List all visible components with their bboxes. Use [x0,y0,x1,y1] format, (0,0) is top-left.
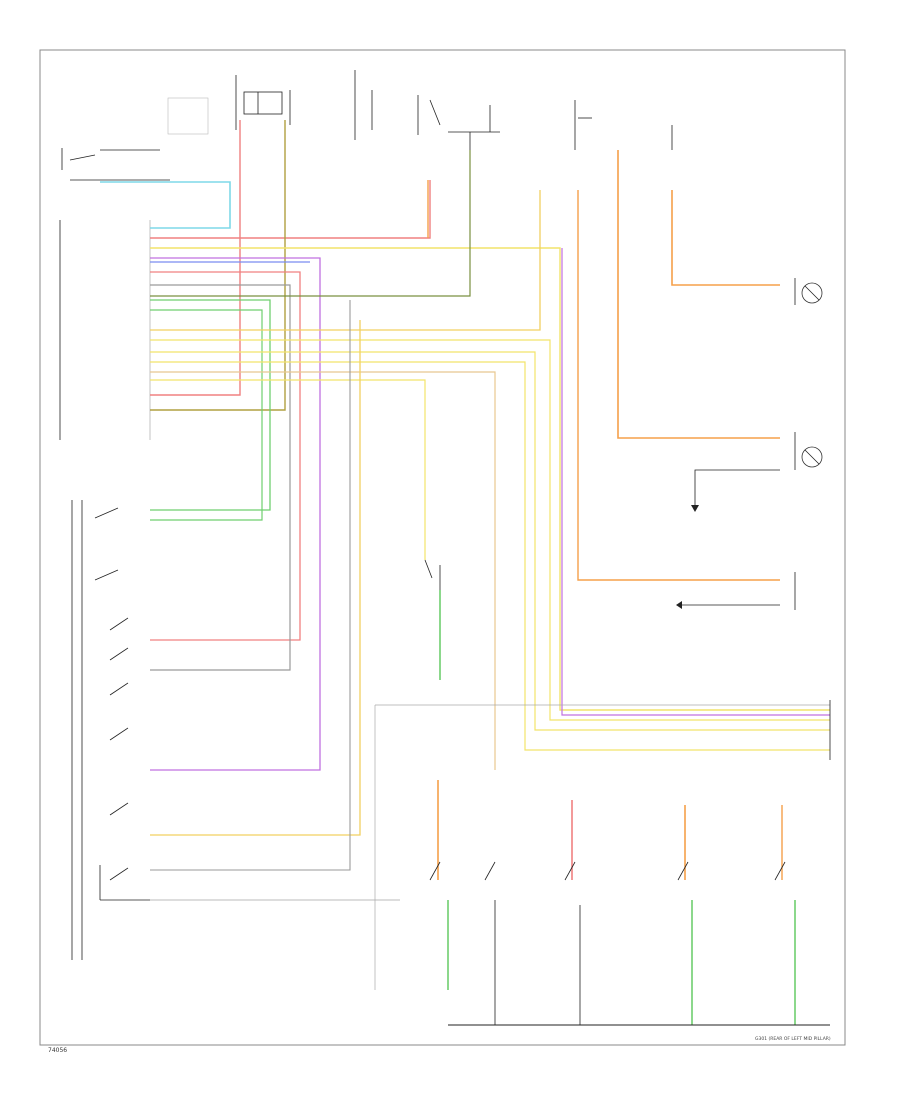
wire-yellow-middle [150,379,426,560]
switches-left-column [71,500,150,960]
connector-right-lower [676,572,796,610]
wire-purple-right [561,248,830,716]
wire-purple [150,257,321,771]
wire-orange-right-2 [617,150,780,439]
fuse-block-top-right [574,100,673,150]
wire-yellow-2 [150,339,830,721]
connector-right-bundle [374,700,831,990]
lamp-right-top [794,278,823,305]
ground-note: G301 (REAR OF LEFT MID PILLAR) [755,1036,831,1042]
fuse-block-top-left [167,75,291,135]
module-central [59,220,151,440]
diagram-frame [39,49,846,1046]
wire-orange-right-1 [671,190,780,286]
wire-tan-lower [150,320,361,836]
fuse-block-top-middle [354,70,500,150]
lamp-right-middle [691,432,823,512]
switch-middle [424,559,441,590]
wire-green-1 [150,299,271,511]
wire-olive-top [150,150,471,297]
door-switches-bottom [429,861,786,881]
wire-yellow-3 [150,351,830,731]
wire-yellow-long [150,247,830,711]
wire-pink-mid [150,271,301,641]
wire-tan-1 [150,190,541,331]
wire-pink-top [150,180,431,239]
wire-orange-right-3 [577,190,780,581]
wire-pink-left [150,120,241,396]
wire-olive [150,120,286,411]
switch-top-left [61,148,170,181]
footer-code: 74056 [48,1047,67,1054]
wire-green-2 [150,309,263,521]
wire-cyan [100,181,231,229]
wire-gray [150,284,291,671]
wire-tan-2 [150,371,496,770]
wire-yellow-4 [150,361,830,751]
wire-gray-lower [150,300,351,871]
